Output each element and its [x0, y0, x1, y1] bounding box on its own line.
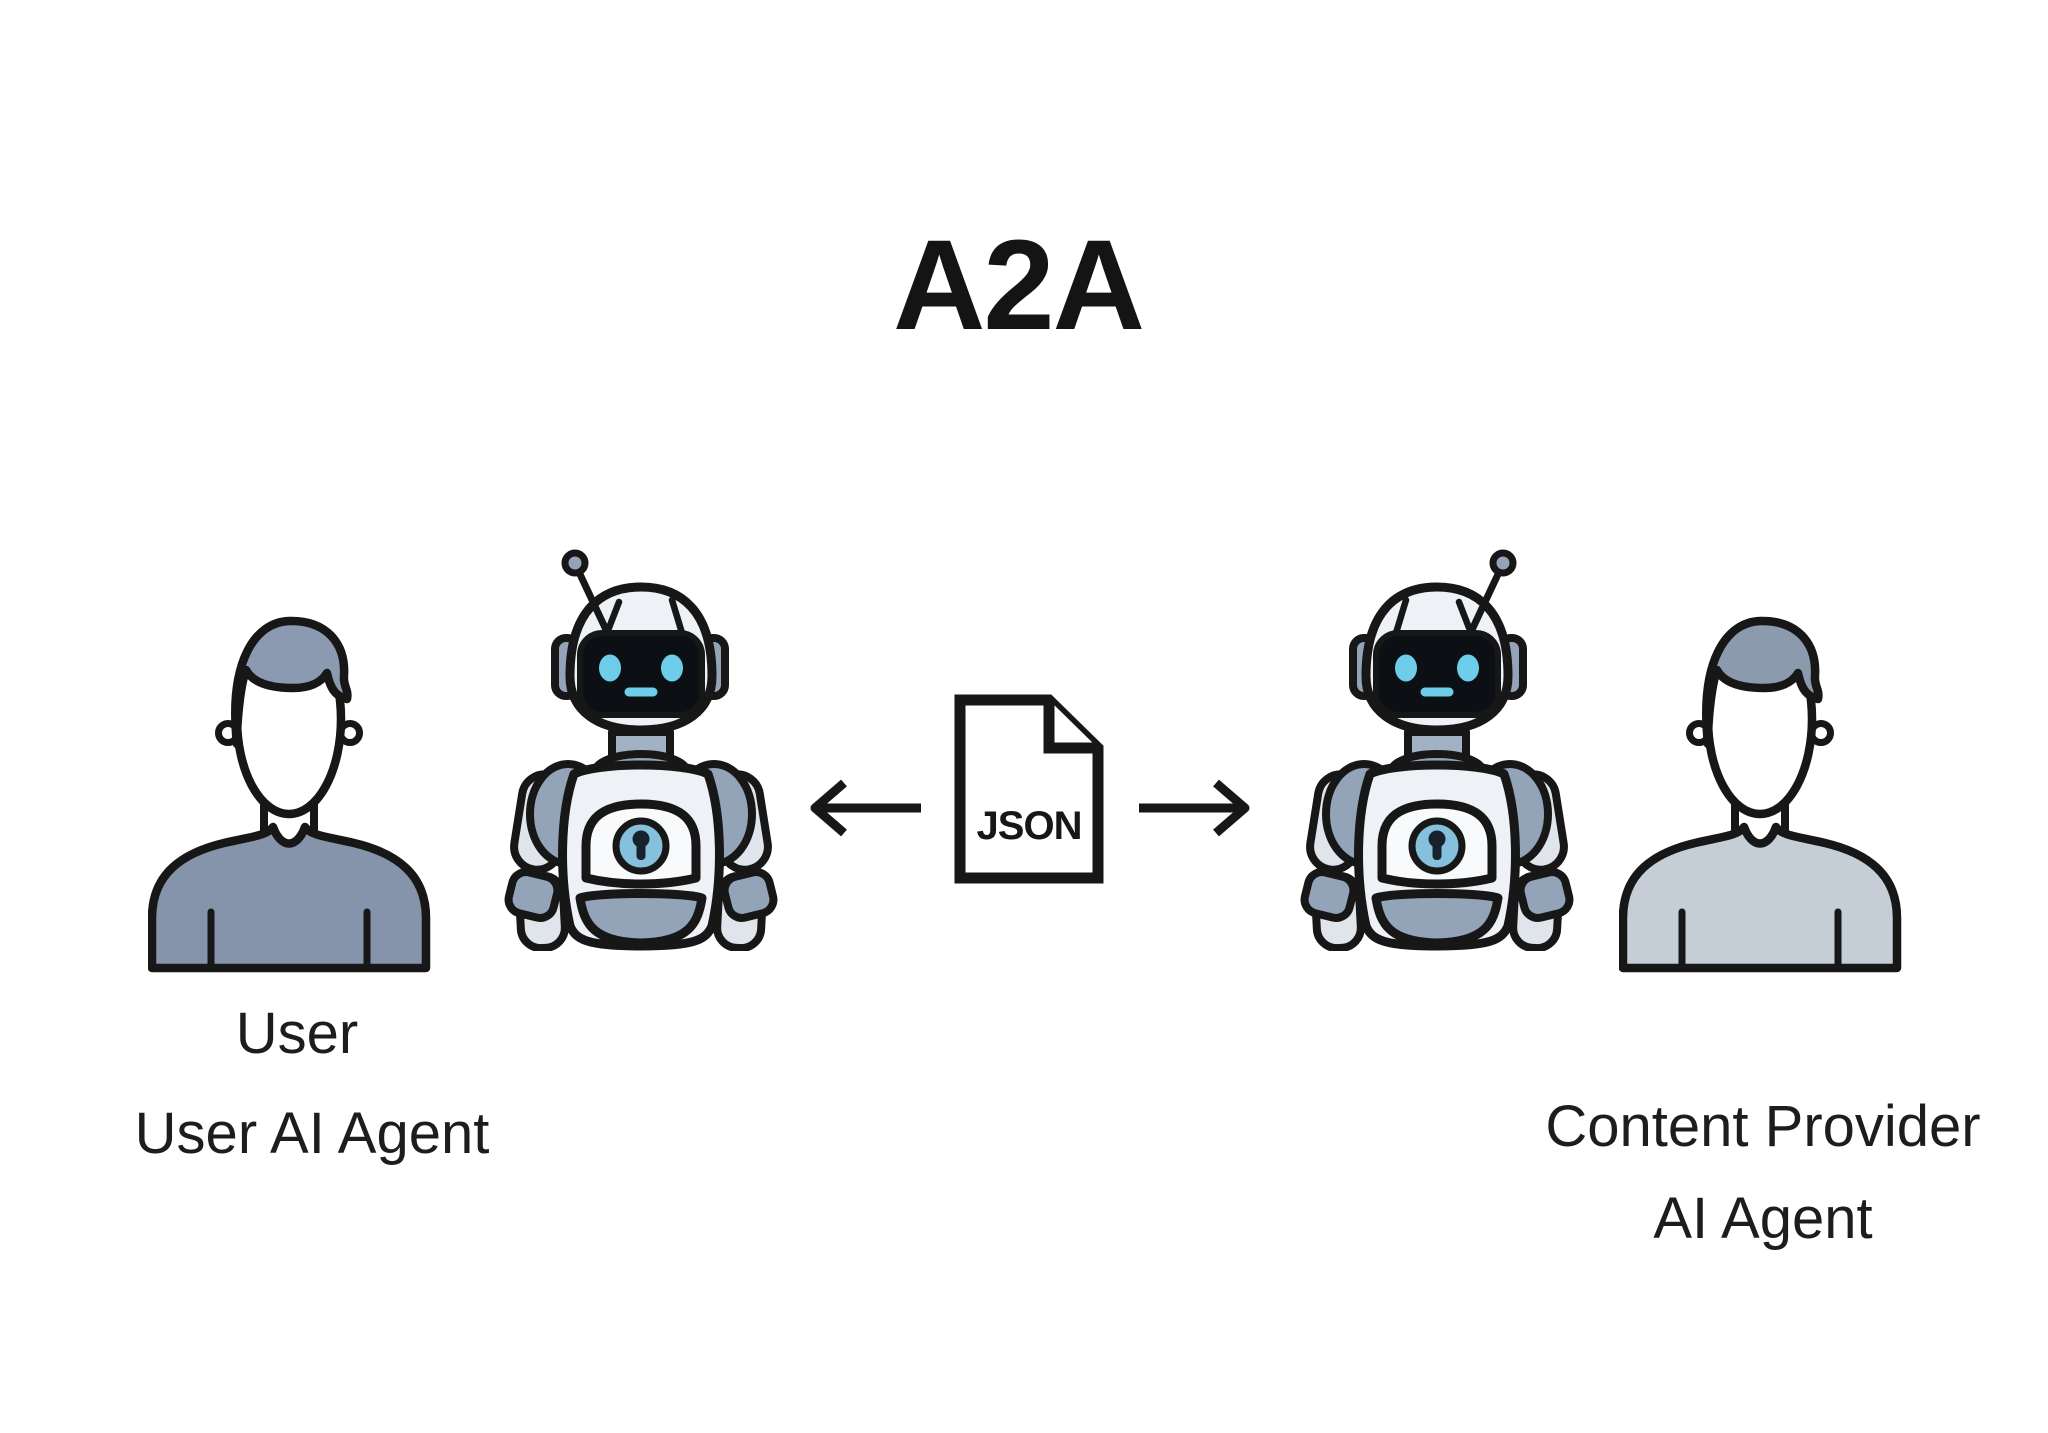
user-label: User — [235, 1001, 359, 1066]
user-ai-agent-label: User AI Agent — [134, 1101, 490, 1166]
user-avatar-graphic — [148, 616, 450, 990]
content-provider-avatar-icon — [1619, 616, 1921, 990]
content-provider-label-line1: Content Provider — [1545, 1094, 1981, 1159]
user-ai-agent-robot-icon — [498, 546, 808, 951]
content-provider-robot-icon — [1270, 546, 1580, 951]
json-file-label: JSON — [976, 804, 1083, 848]
arrow-left-graphic — [810, 779, 921, 837]
arrow-left-icon — [810, 776, 926, 840]
arrow-right-icon — [1134, 776, 1250, 840]
content-provider-label-line2: AI Agent — [1653, 1186, 1873, 1251]
robot-graphic — [1270, 546, 1580, 951]
json-document-icon: JSON — [952, 692, 1106, 886]
arrow-right-graphic — [1139, 779, 1250, 837]
page-title: A2A — [892, 214, 1145, 357]
user-avatar-icon — [148, 616, 450, 990]
robot-graphic — [498, 546, 808, 951]
content-provider-avatar-graphic — [1619, 616, 1921, 990]
json-document-graphic — [954, 694, 1104, 884]
